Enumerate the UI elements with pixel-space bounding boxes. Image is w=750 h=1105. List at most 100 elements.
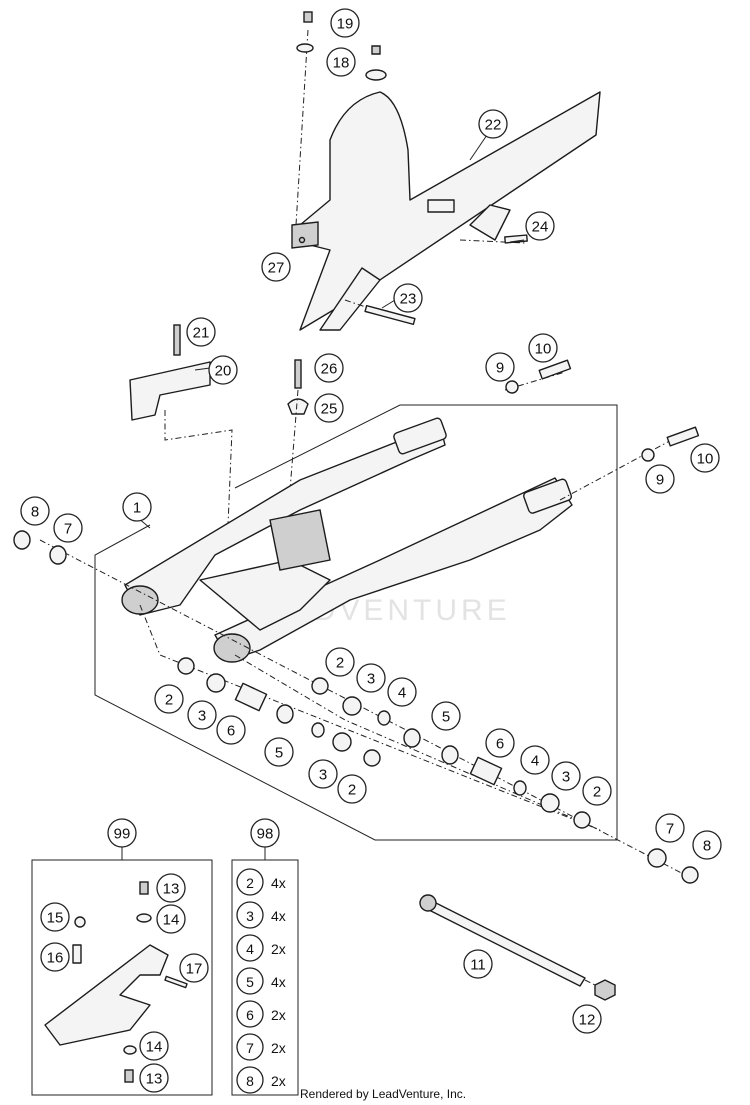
kit-98-row: 7 2x — [236, 1033, 286, 1061]
callout-c24: 24 — [525, 211, 555, 241]
callout-label: 3 — [319, 767, 327, 784]
callout-circle — [582, 776, 612, 806]
callout-c21: 21 — [186, 317, 216, 347]
callout-label: 16 — [47, 950, 64, 967]
callout-c22: 22 — [478, 109, 508, 139]
callout-circle — [122, 492, 152, 522]
callout-circle — [20, 496, 50, 526]
dash-line-19 — [295, 29, 309, 226]
callout-label: 14 — [163, 912, 180, 929]
axis-line-lower — [39, 539, 696, 881]
callout-c1: 1 — [122, 492, 152, 522]
grommet — [365, 69, 387, 81]
callout-circle — [528, 333, 558, 363]
callout-label: 10 — [535, 341, 552, 358]
callout-circle — [139, 1063, 169, 1093]
callout-c3b: 3 — [187, 700, 217, 730]
callout-c6a: 6 — [216, 715, 246, 745]
kit-98-part-number: 7 — [246, 1040, 254, 1056]
callout-circle — [330, 8, 360, 38]
callout-label: 2 — [593, 784, 601, 801]
callout-c13a: 13 — [156, 873, 186, 903]
pin-10-lower — [666, 426, 700, 447]
callout-c2c: 2 — [337, 774, 367, 804]
assembly-frame — [94, 404, 618, 841]
callout-c3c: 3 — [308, 759, 338, 789]
kit-98-quantity: 4x — [271, 908, 286, 924]
bolt-26 — [294, 359, 302, 389]
kit-98-quantity: 4x — [271, 875, 286, 891]
callout-label: 24 — [532, 219, 549, 236]
callout-c3d: 3 — [551, 761, 581, 791]
callout-label: 5 — [275, 745, 283, 762]
callout-label: 20 — [215, 363, 232, 380]
callout-circle — [179, 953, 209, 983]
callout-c20: 20 — [208, 355, 238, 385]
callout-circle — [572, 1004, 602, 1034]
callout-label: 5 — [442, 709, 450, 726]
callout-circle — [156, 904, 186, 934]
callout-circle — [525, 211, 555, 241]
callout-c3a: 3 — [356, 663, 386, 693]
callout-circle — [551, 761, 581, 791]
screw-23 — [364, 304, 416, 326]
guard-logo — [427, 199, 455, 213]
callout-circle — [250, 818, 280, 848]
kit-98-part-circle — [236, 1033, 264, 1061]
callout-circle — [186, 317, 216, 347]
callout-label: 4 — [531, 753, 539, 770]
callout-circle — [655, 813, 685, 843]
kit-98-part-number: 6 — [246, 1007, 254, 1023]
callout-c23: 23 — [393, 283, 423, 313]
callout-circle — [520, 745, 550, 775]
kit-98-part-number: 8 — [246, 1073, 254, 1089]
callout-c14b: 14 — [139, 1031, 169, 1061]
callout-label: 14 — [146, 1039, 163, 1056]
callout-label: 2 — [336, 655, 344, 672]
callout-label: 17 — [186, 961, 203, 978]
callout-c9b: 9 — [645, 464, 675, 494]
callout-circle — [154, 684, 184, 714]
callout-circle — [463, 949, 493, 979]
callout-c26: 26 — [314, 353, 344, 383]
callout-label: 23 — [400, 291, 417, 308]
kit-98-quantity: 2x — [271, 1007, 286, 1023]
kit-98-quantity: 4x — [271, 974, 286, 990]
callout-c12: 12 — [572, 1004, 602, 1034]
callout-label: 9 — [656, 472, 664, 489]
callout-c10a: 10 — [528, 333, 558, 363]
callout-c7b: 7 — [655, 813, 685, 843]
callout-label: 26 — [321, 361, 338, 378]
nut-27 — [298, 236, 306, 244]
callout-label: 98 — [257, 826, 274, 843]
callout-label: 8 — [703, 838, 711, 855]
kit-98-part-number: 5 — [246, 974, 254, 990]
callout-c8b: 8 — [692, 830, 722, 860]
callout-circle — [325, 647, 355, 677]
callout-label: 13 — [163, 881, 180, 898]
callout-circle — [40, 902, 70, 932]
callout-c18: 18 — [326, 47, 356, 77]
chain-slider — [129, 324, 211, 421]
callout-label: 6 — [227, 723, 235, 740]
callout-circle — [690, 443, 720, 473]
callout-label: 10 — [697, 451, 714, 468]
callout-circle — [264, 737, 294, 767]
callout-label: 25 — [321, 401, 338, 418]
leader-lines — [137, 134, 525, 529]
washer-9-upper — [505, 380, 519, 394]
callout-circle — [107, 818, 137, 848]
callout-label: 13 — [146, 1071, 163, 1088]
callout-label: 99 — [114, 826, 131, 843]
callout-circle — [692, 830, 722, 860]
kit-98-quantity: 2x — [271, 1040, 286, 1056]
callout-c2d: 2 — [582, 776, 612, 806]
callout-c5b: 5 — [264, 737, 294, 767]
callout-label: 9 — [496, 360, 504, 377]
callout-circle — [485, 728, 515, 758]
callout-c16: 16 — [40, 942, 70, 972]
kit-98-part-circle — [236, 1066, 264, 1094]
clip-25 — [287, 398, 309, 415]
